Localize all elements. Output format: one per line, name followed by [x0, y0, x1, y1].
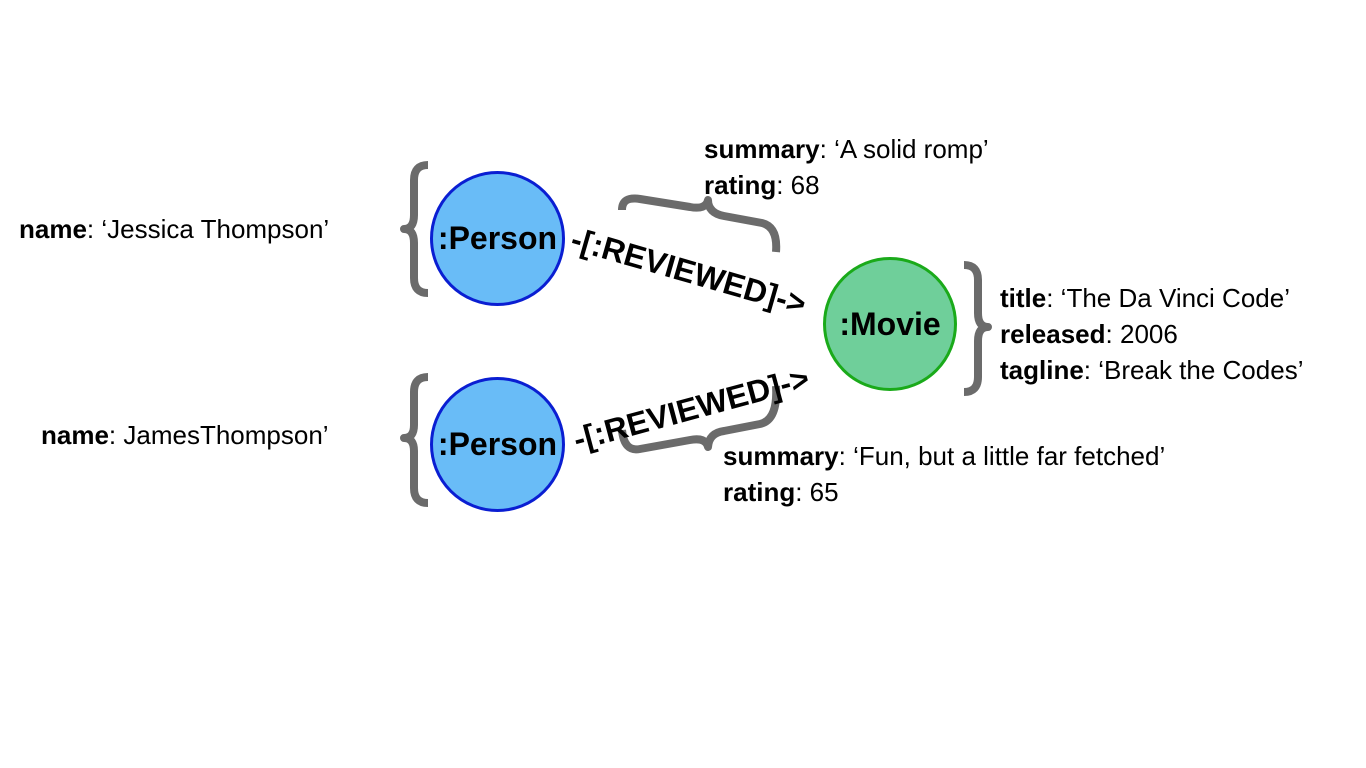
property-key: summary [704, 134, 820, 164]
person1-brace [400, 161, 429, 297]
property-row: name: ‘Jessica Thompson’ [19, 211, 329, 247]
property-value: : 68 [776, 170, 820, 200]
property-value: : 65 [795, 477, 839, 507]
property-value: : ‘A solid romp’ [819, 134, 989, 164]
property-value: : ‘Fun, but a little far fetched’ [838, 441, 1166, 471]
rel1-properties: summary: ‘A solid romp’ rating: 68 [704, 131, 989, 203]
property-row: name: JamesThompson’ [41, 417, 329, 453]
property-key: released [1000, 319, 1106, 349]
movie-node[interactable]: :Movie [823, 257, 957, 391]
property-value: : ‘Break the Codes’ [1083, 355, 1304, 385]
person2-properties: name: JamesThompson’ [41, 417, 329, 453]
property-row: rating: 65 [723, 474, 1165, 510]
person1-node[interactable]: :Person [430, 171, 565, 306]
property-value: : JamesThompson’ [108, 420, 329, 450]
property-key: tagline [1000, 355, 1084, 385]
property-key: name [19, 214, 87, 244]
movie-label: :Movie [839, 305, 941, 342]
rel2-properties: summary: ‘Fun, but a little far fetched’… [723, 438, 1165, 510]
property-row: tagline: ‘Break the Codes’ [1000, 352, 1303, 388]
property-row: rating: 68 [704, 167, 989, 203]
property-row: summary: ‘Fun, but a little far fetched’ [723, 438, 1165, 474]
property-key: name [41, 420, 109, 450]
property-key: summary [723, 441, 839, 471]
person1-label: :Person [437, 220, 558, 256]
rel1-brace [618, 194, 781, 253]
property-key: title [1000, 283, 1047, 313]
property-row: title: ‘The Da Vinci Code’ [1000, 280, 1303, 316]
person2-node[interactable]: :Person [430, 377, 565, 512]
property-key: rating [704, 170, 777, 200]
person2-brace [400, 373, 429, 507]
movie-properties: title: ‘The Da Vinci Code’ released: 200… [1000, 280, 1303, 388]
property-key: rating [723, 477, 796, 507]
property-value: : ‘Jessica Thompson’ [86, 214, 330, 244]
person1-properties: name: ‘Jessica Thompson’ [19, 211, 329, 247]
property-value: : 2006 [1105, 319, 1178, 349]
property-value: : ‘The Da Vinci Code’ [1046, 283, 1290, 313]
movie-brace [963, 261, 992, 396]
property-row: summary: ‘A solid romp’ [704, 131, 989, 167]
person2-label: :Person [437, 426, 558, 462]
rel2-brace [618, 385, 781, 454]
property-row: released: 2006 [1000, 316, 1303, 352]
